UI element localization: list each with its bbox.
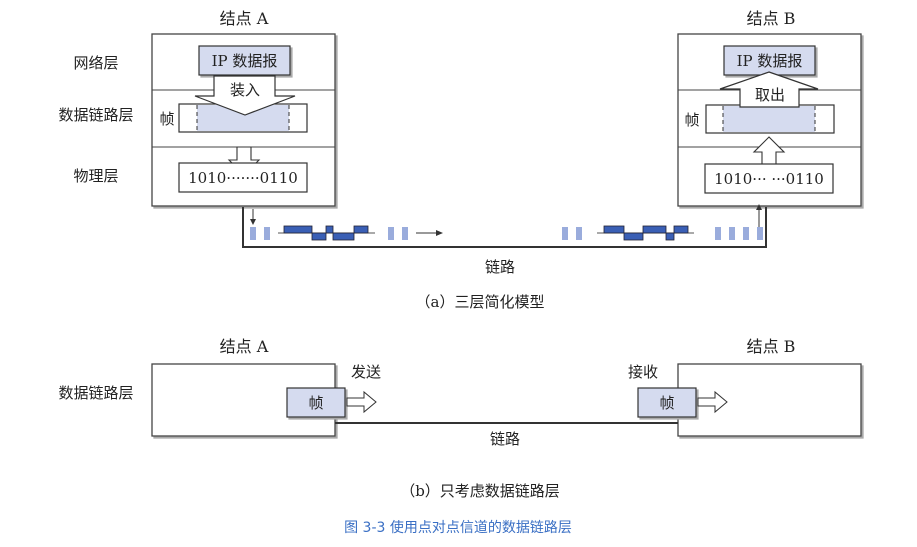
layer-label-datalink-b: 数据链路层 [58,384,133,402]
bit-stream-b-box [704,163,834,194]
link-label-a: 链路 [485,258,515,276]
layer-label-network: 网络层 [73,54,118,72]
layer-label-datalink: 数据链路层 [58,106,133,124]
decapsulate-arrow-icon [719,71,819,108]
bit-pulse [743,227,749,240]
send-arrow-icon [346,390,377,414]
ip-datagram-b-label: IP 数据报 [737,52,803,70]
frame-a-label: 帧 [159,110,174,128]
layer-label-physical: 物理层 [73,167,118,185]
bit-stream-b: 1010··· ···0110 [714,170,824,188]
bit-pulse [402,227,408,240]
ip-datagram-a-label: IP 数据报 [212,52,278,70]
node-a-title: 结点 A [220,9,269,28]
bit-pulse [715,227,721,240]
bit-pulse [576,227,582,240]
ip-datagram-b: IP 数据报 [723,45,816,76]
frame-a-b-label: 帧 [308,394,323,412]
caption-b: （b）只考虑数据链路层 [400,482,560,500]
frame-b-label: 帧 [684,111,699,129]
frame-b-b: 帧 [637,387,697,418]
receive-label: 接收 [628,363,658,381]
bit-stream-a-box [178,162,308,193]
signal-waveform-1 [278,225,375,241]
bit-pulse [757,227,763,240]
receive-arrow-icon [697,390,728,414]
frame-a-b: 帧 [286,387,346,418]
ip-datagram-a: IP 数据报 [198,45,291,76]
encapsulate-arrow-icon [194,75,296,116]
node-a-title-b: 结点 A [220,337,269,356]
frame-b-b-label: 帧 [659,394,674,412]
send-label: 发送 [351,363,381,381]
node-b-title: 结点 B [747,9,796,28]
bit-pulse [250,227,256,240]
link-label-b: 链路 [490,430,520,448]
caption-a: （a）三层简化模型 [416,293,545,311]
node-b-title-b: 结点 B [747,337,796,356]
bit-pulse [264,227,270,240]
bit-pulse [729,227,735,240]
frame-b [705,104,835,134]
bit-pulse [388,227,394,240]
encapsulate-label: 装入 [230,81,260,99]
bit-pulse [562,227,568,240]
signal-waveform-2 [597,225,694,241]
decapsulate-label: 取出 [755,86,785,104]
bit-pulses [250,227,763,240]
figure-caption: 图 3-3 使用点对点信道的数据链路层 [344,519,572,536]
link-line-a [242,204,767,248]
bit-stream-a: 1010·······0110 [188,169,298,187]
